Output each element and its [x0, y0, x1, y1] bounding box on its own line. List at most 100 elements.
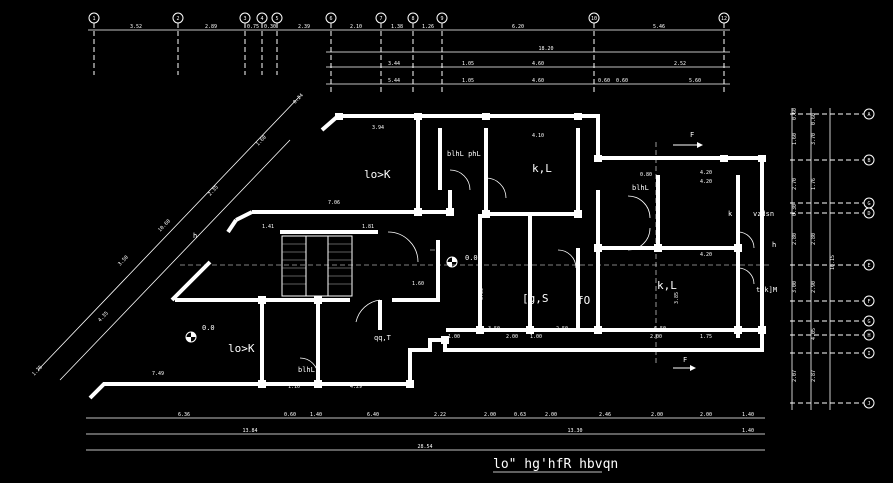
svg-text:F: F [690, 131, 694, 139]
svg-text:18.20: 18.20 [538, 46, 553, 52]
svg-text:4: 4 [260, 16, 263, 22]
axis-H: H [790, 329, 875, 341]
svg-text:7: 7 [379, 16, 382, 22]
svg-text:6.50: 6.50 [479, 288, 485, 300]
svg-text:0.60: 0.60 [598, 78, 610, 84]
grid-lines [180, 142, 770, 365]
svg-text:4.29: 4.29 [350, 384, 362, 390]
svg-text:E: E [867, 263, 870, 269]
room-label: k,L [532, 162, 552, 175]
room-label: lo>K [228, 342, 255, 355]
svg-text:9: 9 [440, 16, 443, 22]
section-markers: F F [673, 131, 703, 371]
svg-text:J: J [867, 401, 870, 407]
bottom-dimension-lines: 6.36 0.60 1.40 6.40 2.22 2.00 0.63 2.00 … [86, 412, 765, 451]
axis-10: 10 [588, 12, 600, 95]
svg-text:3.50: 3.50 [488, 326, 500, 332]
room-label: blhL [632, 184, 649, 192]
svg-text:1.40: 1.40 [742, 428, 754, 434]
axis-6: 6 [325, 12, 337, 95]
axis-12: 12 [718, 12, 730, 95]
svg-text:1.00: 1.00 [448, 334, 460, 340]
svg-text:0.30: 0.30 [792, 204, 798, 216]
room-label: h [193, 232, 197, 240]
svg-text:1.60: 1.60 [412, 281, 424, 287]
svg-text:1.10: 1.10 [288, 384, 300, 390]
svg-text:6.36: 6.36 [178, 412, 190, 418]
svg-text:6.40: 6.40 [367, 412, 379, 418]
svg-text:1.00: 1.00 [530, 334, 542, 340]
level-markers: 0.0 0.0 [185, 254, 478, 343]
svg-text:F: F [867, 299, 870, 305]
room-label: h [772, 241, 776, 249]
svg-text:7.49: 7.49 [152, 371, 164, 377]
room-label: lo>K [364, 168, 391, 181]
svg-text:2.00: 2.00 [651, 412, 663, 418]
svg-text:0.80: 0.80 [640, 172, 652, 178]
axis-5: 5 [271, 12, 283, 75]
svg-text:2.00: 2.00 [506, 334, 518, 340]
staircase [281, 235, 353, 297]
svg-text:1.26: 1.26 [422, 24, 434, 30]
svg-text:I: I [867, 351, 870, 357]
room-label: [g,S [522, 292, 549, 305]
svg-text:0.75: 0.75 [247, 24, 259, 30]
room-label: tvk]M [756, 286, 777, 294]
svg-text:H: H [867, 333, 870, 339]
room-label: blhL phL [447, 150, 481, 158]
axis-3: 3 [239, 12, 251, 75]
svg-text:2: 2 [176, 16, 179, 22]
level-marker-1: 0.0 [446, 254, 478, 268]
svg-text:8: 8 [411, 16, 414, 22]
top-axis-markers: 1 2 3 4 5 6 7 8 9 10 12 [88, 12, 730, 95]
svg-text:2.46: 2.46 [599, 412, 611, 418]
svg-text:1.05: 1.05 [462, 61, 474, 67]
svg-text:2.80: 2.80 [811, 233, 817, 245]
svg-text:G: G [867, 319, 870, 325]
svg-text:4.60: 4.60 [532, 61, 544, 67]
svg-text:4.35: 4.35 [97, 311, 110, 324]
axis-E: E [790, 259, 875, 271]
svg-text:2.00: 2.00 [700, 412, 712, 418]
right-dimension-lines: 0.60 1.60 2.70 0.30 2.80 3.00 2.07 0.60 … [791, 108, 836, 410]
columns [258, 113, 766, 388]
svg-text:1.40: 1.40 [310, 412, 322, 418]
svg-text:10.15: 10.15 [830, 255, 836, 270]
right-axis-markers: A B G D E F G H I J [790, 108, 875, 409]
svg-text:0.0: 0.0 [465, 254, 478, 262]
svg-text:4.60: 4.60 [532, 78, 544, 84]
axis-J: J [790, 397, 875, 409]
doors [299, 169, 755, 377]
svg-text:3.00: 3.00 [792, 281, 798, 293]
svg-text:2.00: 2.00 [484, 412, 496, 418]
svg-text:7.06: 7.06 [328, 200, 340, 206]
axis-G1: G [790, 197, 875, 209]
svg-text:4.20: 4.20 [700, 179, 712, 185]
svg-text:1.50: 1.50 [558, 328, 570, 334]
svg-text:1.38: 1.38 [391, 24, 403, 30]
svg-text:5.60: 5.60 [689, 78, 701, 84]
svg-text:28.54: 28.54 [417, 444, 432, 450]
svg-text:0.24: 0.24 [292, 93, 305, 106]
svg-text:5: 5 [275, 16, 278, 22]
interior-dimensions: 3.94 4.10 7.06 1.41 1.81 1.60 1.50 3.50 … [152, 125, 712, 390]
walls [88, 114, 764, 400]
svg-text:10.60: 10.60 [157, 218, 172, 233]
svg-text:1.40: 1.40 [742, 412, 754, 418]
room-label: qq,T [374, 334, 392, 342]
svg-text:3.44: 3.44 [388, 61, 400, 67]
svg-text:0.0: 0.0 [202, 324, 215, 332]
svg-text:2.00: 2.00 [650, 334, 662, 340]
axis-G2: G [790, 315, 875, 327]
axis-2: 2 [172, 12, 184, 75]
svg-text:3.50: 3.50 [117, 255, 130, 268]
top-dimension-lines: 3.52 2.89 0.75 0.30 2.39 2.10 1.38 1.26 … [88, 24, 730, 85]
svg-text:3.94: 3.94 [372, 125, 384, 131]
svg-text:6.50: 6.50 [654, 326, 666, 332]
svg-text:B: B [867, 158, 870, 164]
svg-text:4.05: 4.05 [811, 328, 817, 340]
axis-4: 4 [256, 12, 268, 75]
svg-text:13.30: 13.30 [567, 428, 582, 434]
axis-9: 9 [436, 12, 448, 95]
svg-text:A: A [867, 112, 870, 118]
